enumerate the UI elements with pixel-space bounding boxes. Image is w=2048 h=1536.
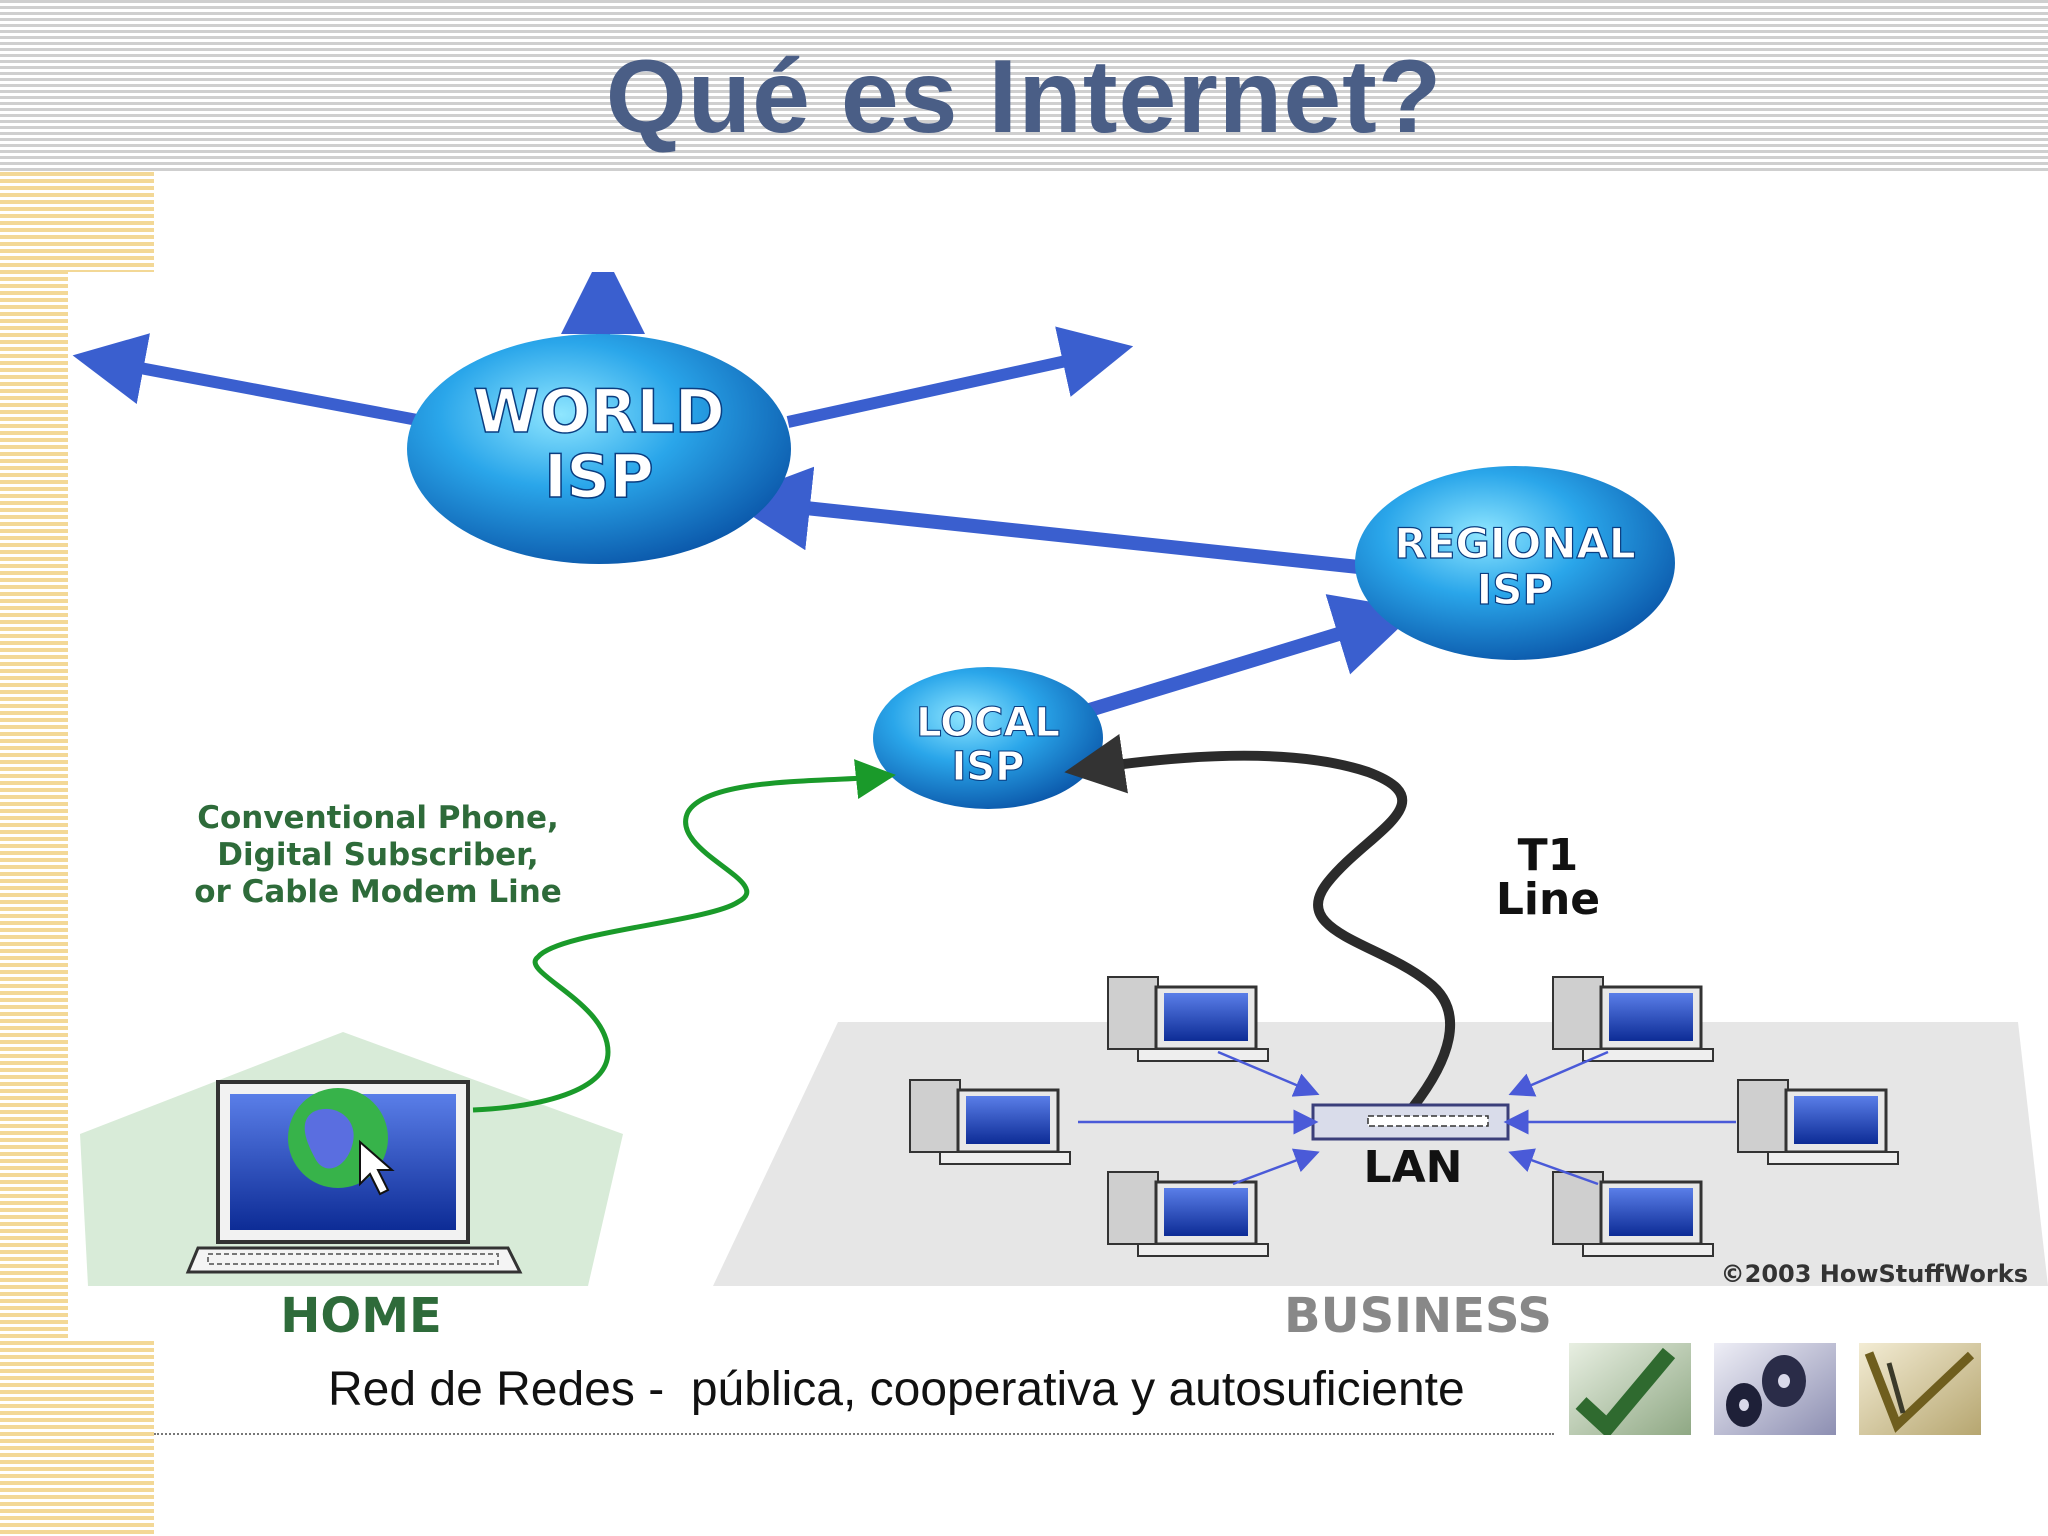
connection-label-3: or Cable Modem Line	[194, 874, 562, 910]
business-computer	[1737, 1079, 1899, 1165]
pen-thumbnail	[1859, 1343, 1981, 1435]
copyright-label: ©2003 HowStuffWorks	[1721, 1260, 2028, 1288]
page-title: Qué es Internet?	[605, 39, 1443, 155]
business-computer	[1552, 976, 1714, 1062]
world-isp-node: WORLD ISP	[407, 334, 791, 564]
local-isp-label-2: ISP	[951, 744, 1024, 790]
disc-thumbnail	[1714, 1343, 1836, 1435]
slide-caption: Red de Redes - pública, cooperativa y au…	[328, 1363, 1465, 1416]
regional-isp-node: REGIONAL ISP	[1355, 466, 1675, 660]
regional-isp-label-2: ISP	[1477, 565, 1554, 614]
cursor-icon	[359, 1139, 395, 1196]
lan-link-arrow	[1508, 1148, 1599, 1186]
local-isp-label-1: LOCAL	[916, 700, 1060, 746]
t1-label-1: T1	[1518, 830, 1579, 881]
header-stripes	[0, 0, 2048, 172]
connection-label-2: Digital Subscriber,	[217, 837, 538, 873]
business-floor-shape	[713, 1022, 2048, 1286]
lan-hub	[1311, 1103, 1510, 1141]
checkmark-thumbnail	[1569, 1343, 1691, 1435]
business-computer	[1107, 1171, 1269, 1257]
caption-divider	[154, 1433, 1554, 1435]
local-to-regional-arrow	[1080, 594, 1419, 719]
world-isp-label-2: ISP	[544, 442, 654, 512]
lan-link-arrow	[1217, 1050, 1320, 1097]
business-computer	[909, 1079, 1071, 1165]
regional-to-world-arrow	[726, 466, 1369, 575]
t1-label-2: Line	[1496, 874, 1600, 925]
business-computer	[1107, 976, 1269, 1062]
lan-link-arrow	[1232, 1148, 1320, 1186]
lan-link-arrow	[1508, 1050, 1609, 1097]
t1-line	[1064, 734, 1456, 1111]
business-label: BUSINESS	[1284, 1288, 1552, 1340]
regional-isp-label-1: REGIONAL	[1394, 519, 1635, 568]
home-connection-line	[472, 759, 896, 1113]
world-isp-label-1: WORLD	[473, 377, 724, 447]
world-arrow-right	[786, 326, 1134, 428]
lan-label: LAN	[1364, 1142, 1463, 1193]
connection-label-1: Conventional Phone,	[197, 800, 559, 836]
world-arrow-left	[72, 333, 430, 428]
business-computer	[1552, 1171, 1714, 1257]
home-laptop	[185, 1080, 523, 1274]
internet-diagram: WORLD ISP REGIONAL ISP LOCAL ISP Convent…	[72, 272, 2048, 1340]
home-label: HOME	[280, 1288, 442, 1340]
local-isp-node: LOCAL ISP	[873, 667, 1103, 809]
